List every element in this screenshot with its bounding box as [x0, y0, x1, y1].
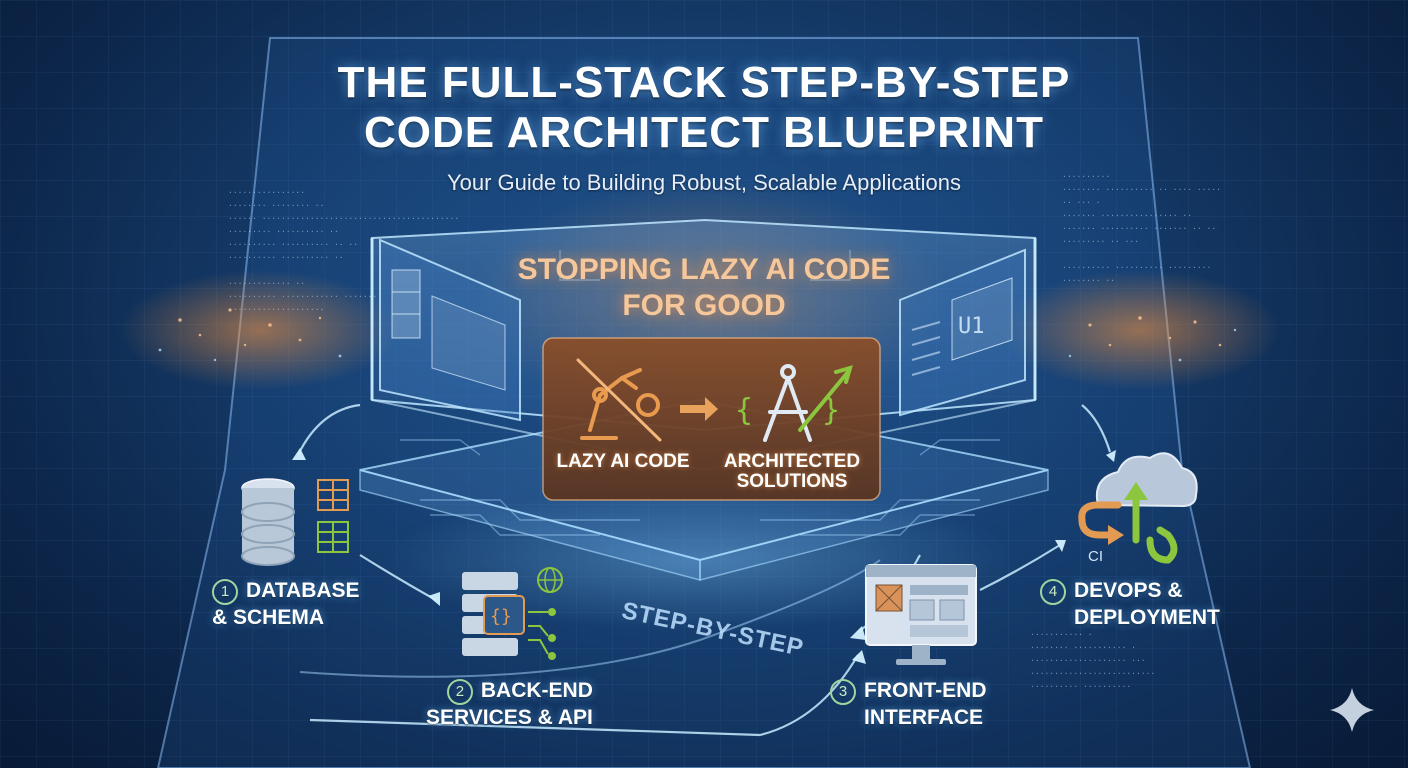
- code-snippet-lower-right: ··········· ········· ··········· ······…: [1030, 630, 1156, 691]
- step-2-subtitle: SERVICES & API: [426, 706, 593, 729]
- step-database-schema: 1 DATABASE & SCHEMA: [212, 578, 360, 631]
- page-title-line1: THE FULL-STACK STEP-BY-STEP: [337, 58, 1071, 107]
- headline-line2: FOR GOOD: [622, 289, 786, 322]
- step-number-2: 2: [446, 679, 473, 705]
- step-3-title: FRONT-END: [864, 679, 987, 702]
- page-subtitle: Your Guide to Building Robust, Scalable …: [446, 170, 962, 195]
- ci-label: CI: [1088, 548, 1103, 565]
- code-snippet-left: ························ ········ ······…: [228, 188, 460, 314]
- code-snippet-right: ·················· ·········· ·· ···· ··…: [1062, 172, 1221, 285]
- step-number-4: 4: [1040, 579, 1066, 605]
- step-number-3: 3: [830, 679, 856, 705]
- step-backend-services: 2 BACK-END SERVICES & API: [426, 678, 593, 731]
- step-3-subtitle: INTERFACE: [864, 706, 984, 729]
- step-1-subtitle: & SCHEMA: [212, 606, 325, 629]
- step-number-1: 1: [212, 579, 238, 605]
- step-1-title: DATABASE: [246, 579, 360, 602]
- headline-line1: STOPPING LAZY AI CODE: [517, 253, 891, 286]
- step-2-title: BACK-END: [480, 679, 593, 702]
- step-frontend-interface: 3 FRONT-END INTERFACE: [830, 678, 987, 731]
- page-title-line2: CODE ARCHITECT BLUEPRINT: [364, 108, 1044, 157]
- lazy-ai-code-label: LAZY AI CODE: [556, 451, 690, 472]
- step-4-subtitle: DEPLOYMENT: [1074, 606, 1220, 629]
- window-screen-text: U1: [958, 314, 985, 339]
- svg-text:}: }: [822, 393, 840, 428]
- svg-text:{: {: [735, 393, 753, 428]
- svg-text:{}: {}: [490, 606, 512, 627]
- step-4-title: DEVOPS &: [1074, 579, 1183, 602]
- step-devops-deployment: 4 DEVOPS & DEPLOYMENT: [1040, 578, 1220, 631]
- database-icon-shape: [241, 478, 295, 566]
- architected-solutions-label-line2: SOLUTIONS: [736, 471, 848, 492]
- architected-solutions-label-line1: ARCHITECTED: [723, 451, 861, 472]
